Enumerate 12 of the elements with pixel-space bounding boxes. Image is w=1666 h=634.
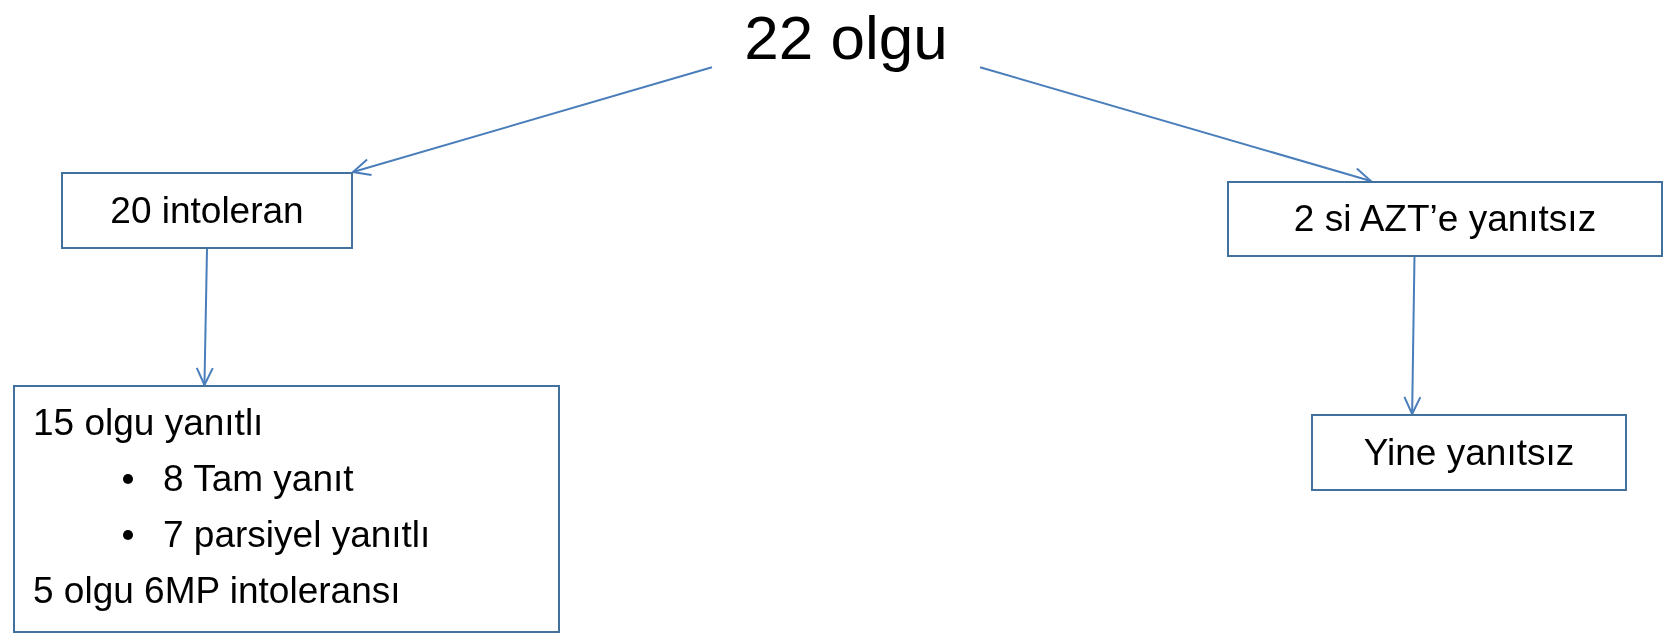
process-box: Yine yanıtsız: [1311, 414, 1627, 491]
arrow: [1403, 256, 1422, 415]
process-box: 2 si AZT’e yanıtsız: [1227, 181, 1663, 257]
arrow: [352, 66, 713, 176]
list-item: 8 Tam yanıt: [163, 457, 354, 501]
list-item: 7 parsiyel yanıtlı: [163, 513, 431, 557]
arrow: [195, 248, 214, 386]
process-box: [13, 385, 560, 633]
title-text: 22 olgu: [744, 2, 948, 74]
process-box: 20 intoleran: [61, 172, 353, 249]
box-text: 5 olgu 6MP intoleransı: [33, 569, 402, 613]
box-text: 15 olgu yanıtlı: [33, 401, 265, 445]
